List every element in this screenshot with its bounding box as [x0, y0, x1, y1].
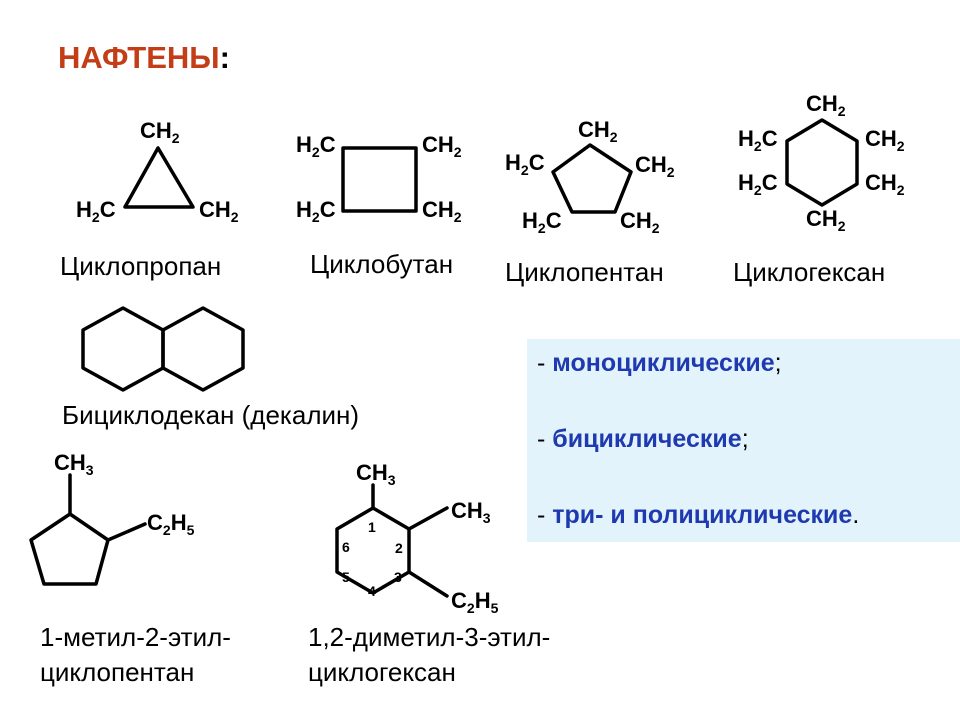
cyclopropane-right-ch2: CH2 [199, 197, 239, 225]
cyclohexane-top-ch2: CH2 [806, 91, 846, 119]
ring-number-3: 3 [394, 569, 402, 585]
cyclobutane-br-ch2: CH2 [422, 197, 462, 225]
class-bicyclic: - бициклические; [537, 425, 749, 453]
class-polycyclic: - три- и полициклические. [537, 501, 860, 529]
dimethylethyl-label-line2: циклогексан [308, 657, 456, 687]
methyl-2-bond [407, 506, 449, 531]
ring-number-2: 2 [395, 540, 403, 556]
cyclopentane-left-h2c: H2C [505, 150, 545, 178]
mec-methyl-ch3: CH3 [54, 450, 94, 478]
cyclohexane-ul-h2c: H2C [738, 126, 778, 154]
ring-number-4: 4 [368, 583, 376, 599]
page-title: НАФТЕНЫ: [58, 40, 230, 75]
decalin-right-ring [161, 306, 245, 392]
cyclohexane-bottom-ch2: CH2 [806, 206, 846, 234]
cyclobutane-tl-h2c: H2C [296, 132, 336, 160]
mec-ethyl-c2h5: C2H5 [147, 510, 195, 538]
ethyl-3-bond [407, 570, 449, 598]
cyclopropane-top-ch2: CH2 [140, 118, 180, 146]
cyclohexane-ur-ch2: CH2 [865, 126, 905, 154]
methylethyl-label-line2: циклопентан [40, 657, 195, 687]
dmec-methyl-2-ch3: CH3 [451, 498, 491, 526]
decalin-label: Бициклодекан (декалин) [62, 400, 360, 430]
cyclohexane-ll-h2c: H2C [738, 170, 778, 198]
cyclopentane-label: Циклопентан [505, 257, 664, 287]
methylethyl-cyclopentane-ring [29, 512, 110, 586]
cyclobutane-label: Циклобутан [310, 249, 454, 279]
cyclohexane-ring [785, 118, 859, 207]
cyclopentane-right-ch2: CH2 [635, 152, 675, 180]
cyclobutane-ring [341, 146, 418, 213]
dimethylethyl-label-line1: 1,2-диметил-3-этил- [308, 622, 551, 652]
class-monocyclic: - моноциклические; [537, 349, 782, 377]
cyclopropane-ring [123, 146, 195, 209]
ring-number-1: 1 [368, 519, 376, 535]
cyclopentane-br-ch2: CH2 [620, 208, 660, 236]
ethyl-bond [106, 522, 147, 542]
cyclohexane-label: Циклогексан [733, 257, 886, 287]
ring-number-5: 5 [342, 569, 350, 585]
title-colon: : [219, 40, 230, 75]
decalin-left-ring [81, 306, 165, 392]
cyclobutane-tr-ch2: CH2 [422, 132, 462, 160]
cyclopentane-top-ch2: CH2 [578, 117, 618, 145]
cyclopropane-label: Циклопропан [60, 251, 222, 281]
methylethyl-label-line1: 1-метил-2-этил- [40, 622, 231, 652]
dmec-ethyl-3-c2h5: C2H5 [451, 588, 499, 616]
cyclopropane-left-h2c: H2C [76, 197, 116, 225]
classification-box: - моноциклические; - бициклические; - тр… [527, 339, 960, 542]
cyclobutane-bl-h2c: H2C [296, 197, 336, 225]
ring-number-6: 6 [342, 539, 350, 555]
cyclopentane-ring [551, 143, 633, 214]
cyclopentane-bl-h2c: H2C [522, 208, 562, 236]
cyclohexane-lr-ch2: CH2 [865, 170, 905, 198]
dmec-methyl-1-ch3: CH3 [356, 460, 396, 488]
